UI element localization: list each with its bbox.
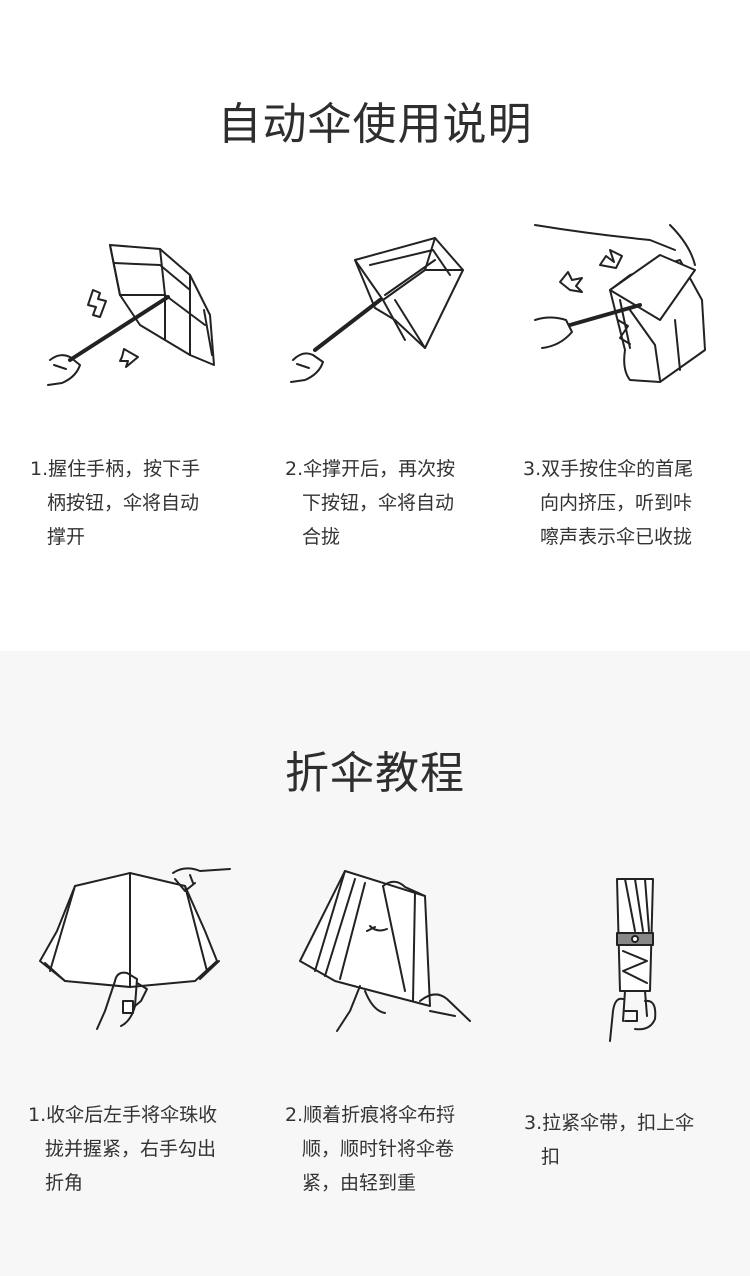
rolled-umbrella-illustration xyxy=(595,871,675,1051)
fold-step-1-text: 1.收伞后左手将伞珠收 拢并握紧，右手勾出 折角 xyxy=(28,1098,217,1200)
step-line: 拢并握紧，右手勾出 xyxy=(28,1132,217,1166)
auto-step-3: 3.双手按住伞的首尾 向内挤压，听到咔 嚓声表示伞已收拢 xyxy=(523,452,693,554)
step-line: 合拢 xyxy=(285,520,455,554)
step-line: 下按钮，伞将自动 xyxy=(285,486,455,520)
pressing-umbrella-illustration xyxy=(530,220,720,395)
gather-umbrella-illustration xyxy=(35,861,235,1036)
step-line: 2.顺着折痕将伞布捋 xyxy=(285,1098,455,1132)
open-umbrella-illustration xyxy=(40,235,230,400)
fold-step-3-text: 3.拉紧伞带，扣上伞 扣 xyxy=(524,1106,694,1174)
step-line: 3.双手按住伞的首尾 xyxy=(523,452,693,486)
step-line: 2.伞撑开后，再次按 xyxy=(285,452,455,486)
closing-umbrella-illustration xyxy=(285,230,475,400)
fold-tutorial-section: 折伞教程 xyxy=(0,651,750,1276)
step-line: 1.握住手柄，按下手 xyxy=(30,452,200,486)
auto-step-1: 1.握住手柄，按下手 柄按钮，伞将自动 撑开 xyxy=(30,452,200,554)
fold-step-2-text: 2.顺着折痕将伞布捋 顺，顺时针将伞卷 紧，由轻到重 xyxy=(285,1098,455,1200)
step-line: 嚓声表示伞已收拢 xyxy=(523,520,693,554)
step-line: 顺，顺时针将伞卷 xyxy=(285,1132,455,1166)
auto-step-2: 2.伞撑开后，再次按 下按钮，伞将自动 合拢 xyxy=(285,452,455,554)
step-line: 向内挤压，听到咔 xyxy=(523,486,693,520)
step-line: 撑开 xyxy=(30,520,200,554)
step-line: 紧，由轻到重 xyxy=(285,1166,455,1200)
step-line: 折角 xyxy=(28,1166,217,1200)
section-title-fold: 折伞教程 xyxy=(0,737,750,801)
step-line: 1.收伞后左手将伞珠收 xyxy=(28,1098,217,1132)
step-line: 扣 xyxy=(524,1140,694,1174)
auto-umbrella-section: 自动伞使用说明 xyxy=(0,0,750,651)
roll-umbrella-illustration xyxy=(295,861,485,1036)
step-line: 柄按钮，伞将自动 xyxy=(30,486,200,520)
step-line: 3.拉紧伞带，扣上伞 xyxy=(524,1106,694,1140)
section-title-auto: 自动伞使用说明 xyxy=(0,88,750,152)
